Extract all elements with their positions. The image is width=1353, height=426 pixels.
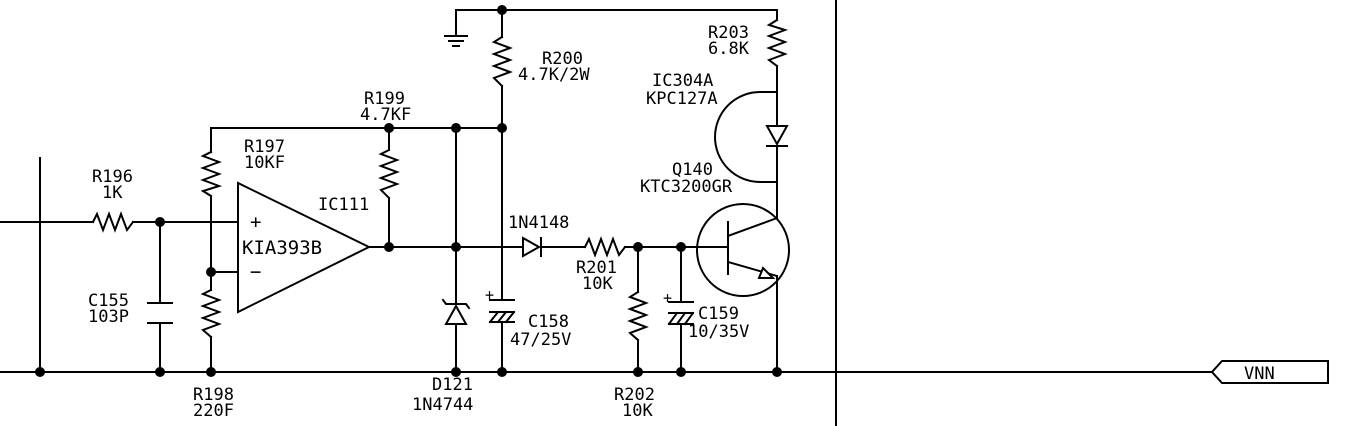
r196-ref: R196 bbox=[92, 167, 133, 187]
opamp-part-number: KIA393B bbox=[242, 237, 322, 259]
c158-ref: C158 bbox=[528, 312, 569, 332]
d121-value: 1N4744 bbox=[412, 395, 473, 415]
junction-dots bbox=[35, 5, 782, 377]
ground-icon bbox=[444, 35, 468, 47]
r199-value: 4.7KF bbox=[360, 105, 411, 125]
resistor-r203 bbox=[766, 18, 789, 68]
r200-ref: R200 bbox=[542, 49, 583, 69]
transistor-q140 bbox=[696, 203, 790, 297]
r203-value: 6.8K bbox=[708, 39, 750, 59]
opamp-plus-sign: + bbox=[250, 211, 261, 233]
ic111-ref: IC111 bbox=[318, 195, 369, 215]
c159-ref: C159 bbox=[698, 304, 739, 324]
ic304a-ref: IC304A bbox=[652, 71, 713, 91]
r202-value: 10K bbox=[622, 401, 653, 421]
d121-ref: D121 bbox=[432, 375, 473, 395]
capacitor-c155 bbox=[147, 302, 173, 324]
r203-ref: R203 bbox=[708, 23, 749, 43]
resistor-r202 bbox=[627, 290, 649, 342]
c158-value: 47/25V bbox=[510, 330, 571, 350]
resistor-r201 bbox=[583, 236, 627, 258]
opamp-minus-sign: − bbox=[250, 261, 261, 283]
q140-ref: Q140 bbox=[672, 160, 713, 180]
ic304a-part: KPC127A bbox=[646, 89, 718, 109]
zener-diode-d121 bbox=[441, 298, 471, 325]
opamp-ic111: + − KIA393B bbox=[237, 181, 372, 314]
diode-1n4148 bbox=[522, 236, 542, 258]
capacitor-c159 bbox=[667, 301, 695, 326]
optocoupler-ic304a bbox=[714, 91, 789, 183]
r198-ref: R198 bbox=[193, 385, 234, 405]
component-labels: R196 1K R197 10KF R198 220F R199 4.7KF R… bbox=[88, 23, 750, 421]
r197-ref: R197 bbox=[244, 137, 285, 157]
r197-value: 10KF bbox=[244, 153, 285, 173]
q140-part: KTC3200GR bbox=[640, 177, 733, 197]
c159-value: 10/35V bbox=[688, 322, 749, 342]
c155-value: 103P bbox=[88, 307, 129, 327]
net-label-vnn: VNN bbox=[1210, 360, 1329, 384]
wires bbox=[0, 0, 1213, 426]
r202-ref: R202 bbox=[614, 385, 655, 405]
resistor-r196 bbox=[91, 211, 135, 233]
r198-value: 220F bbox=[193, 401, 234, 421]
c158-plus-sign: + bbox=[485, 286, 494, 304]
r199-ref: R199 bbox=[364, 89, 405, 109]
resistor-r197 bbox=[200, 150, 223, 198]
r196-value: 1K bbox=[102, 183, 123, 203]
r201-ref: R201 bbox=[576, 258, 617, 278]
resistor-r199 bbox=[378, 148, 400, 200]
c155-ref: C155 bbox=[88, 291, 129, 311]
r201-value: 10K bbox=[582, 274, 613, 294]
resistor-r198 bbox=[200, 288, 222, 339]
c159-plus-sign: + bbox=[663, 289, 672, 307]
net-label-text: VNN bbox=[1244, 364, 1275, 384]
r200-value: 4.7K/2W bbox=[518, 65, 590, 85]
diode-1n4148-value: 1N4148 bbox=[508, 213, 569, 233]
capacitor-c158 bbox=[488, 299, 516, 324]
resistor-r200 bbox=[491, 35, 513, 88]
